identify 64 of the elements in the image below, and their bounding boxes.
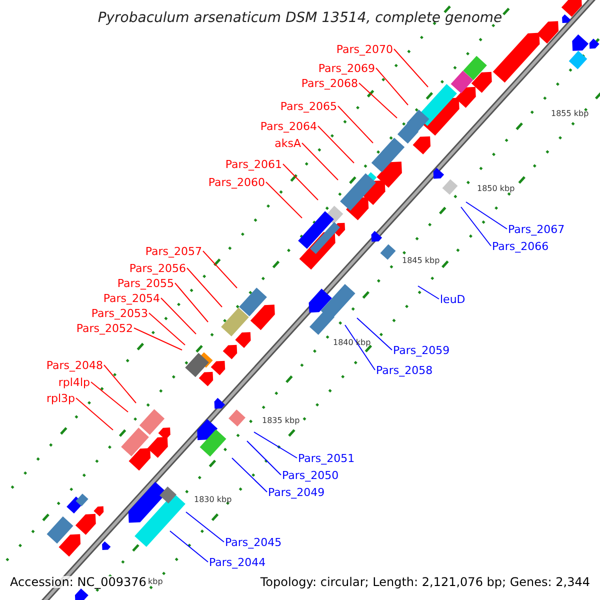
scale-label: 1830 kbp — [194, 496, 232, 504]
leader-line — [302, 142, 338, 180]
leader-line — [104, 364, 136, 404]
gene-label: Pars_2055 — [117, 278, 174, 288]
scale-label: 1855 kbp — [551, 110, 589, 118]
gene-label: Pars_2064 — [260, 120, 317, 132]
leader-line — [282, 164, 318, 200]
leader-line — [394, 48, 428, 88]
leader-line — [338, 106, 374, 144]
gene-label: Pars_2070 — [336, 44, 393, 54]
footer-text: Accession: NC_009376 — [10, 576, 146, 588]
leader-line — [246, 440, 282, 476]
leader-line — [134, 328, 182, 350]
leader-line — [202, 250, 238, 288]
gene-label: Pars_2049 — [268, 486, 325, 498]
leader-line — [186, 268, 222, 308]
footer-text: Topology: circular; Length: 2,121,076 bp; Genes: 2,344 — [260, 576, 590, 588]
gene-label: Pars_2053 — [91, 308, 148, 318]
gene-label: Pars_2060 — [208, 176, 265, 188]
leader-line — [90, 382, 128, 412]
leader-line — [466, 202, 508, 230]
gene-label: Pars_2052 — [76, 322, 133, 334]
leader-line — [174, 282, 208, 322]
gene-label: rpl3p — [46, 392, 75, 404]
gene-label: Pars_2051 — [298, 452, 355, 464]
leader-line — [418, 286, 440, 300]
title: Pyrobaculum arsenaticum DSM 13514, complete genome — [98, 11, 502, 25]
gene-label: Pars_2061 — [225, 158, 282, 170]
leader-line — [148, 312, 186, 346]
scale-label: kbp — [148, 578, 163, 586]
gene-label: Pars_2057 — [145, 246, 202, 256]
scale-label: 1845 kbp — [402, 257, 440, 265]
leader-line — [186, 512, 224, 542]
leader-line — [460, 206, 492, 246]
scale-label: 1840 kbp — [333, 339, 371, 347]
leader-line — [358, 82, 398, 118]
leader-line — [266, 182, 302, 218]
leader-line — [160, 298, 196, 334]
leader-line — [232, 458, 268, 492]
gene-label: Pars_2066 — [492, 240, 549, 252]
leader-line — [76, 398, 114, 430]
gene-label: Pars_2048 — [46, 360, 103, 370]
leader-line — [376, 68, 408, 106]
leader-line — [356, 318, 392, 350]
gene-label: leuD — [440, 294, 466, 304]
gene-label: aksA — [274, 138, 301, 148]
gene-label: Pars_2067 — [508, 224, 565, 234]
leader-line — [170, 530, 208, 562]
gene-label: Pars_2058 — [376, 364, 433, 376]
gene-label: rpl4lp — [58, 376, 90, 388]
gene-label: Pars_2045 — [225, 536, 282, 548]
gene-label: Pars_2056 — [129, 262, 186, 274]
leader-line — [254, 432, 298, 458]
gene-label: Pars_2068 — [301, 78, 358, 88]
scale-label: 1850 kbp — [477, 185, 515, 193]
gene-label: Pars_2044 — [209, 556, 266, 568]
leader-line — [318, 126, 354, 164]
scale-label: 1835 kbp — [262, 417, 300, 425]
gene-label: Pars_2059 — [393, 344, 450, 356]
leader-line — [344, 324, 376, 370]
gene-label: Pars_2065 — [280, 100, 337, 112]
gene-label: Pars_2054 — [103, 292, 160, 304]
gene-label: Pars_2069 — [318, 62, 375, 74]
gene-label: Pars_2050 — [282, 470, 339, 480]
